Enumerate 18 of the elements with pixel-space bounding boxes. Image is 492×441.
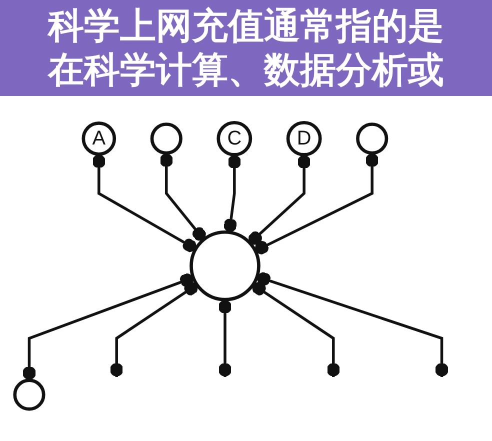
connector: [218, 300, 232, 377]
connector: [224, 154, 242, 233]
connector: [92, 154, 196, 252]
node-circle: [190, 230, 260, 302]
connector: [22, 273, 194, 380]
title-banner: 科学上网充值通常指的是在科学计算、数据分析或: [0, 0, 492, 96]
node-circle: [13, 378, 46, 411]
connector: [160, 153, 206, 241]
node-circle: [356, 122, 388, 155]
connector: [248, 154, 311, 245]
connector: [256, 272, 448, 377]
connector: [110, 282, 198, 377]
node-circle: D: [286, 120, 322, 156]
connector: [254, 153, 379, 254]
node-circle: A: [82, 122, 116, 156]
node-circle: [150, 122, 182, 155]
node-circle: C: [216, 120, 252, 156]
connector: [252, 282, 340, 377]
